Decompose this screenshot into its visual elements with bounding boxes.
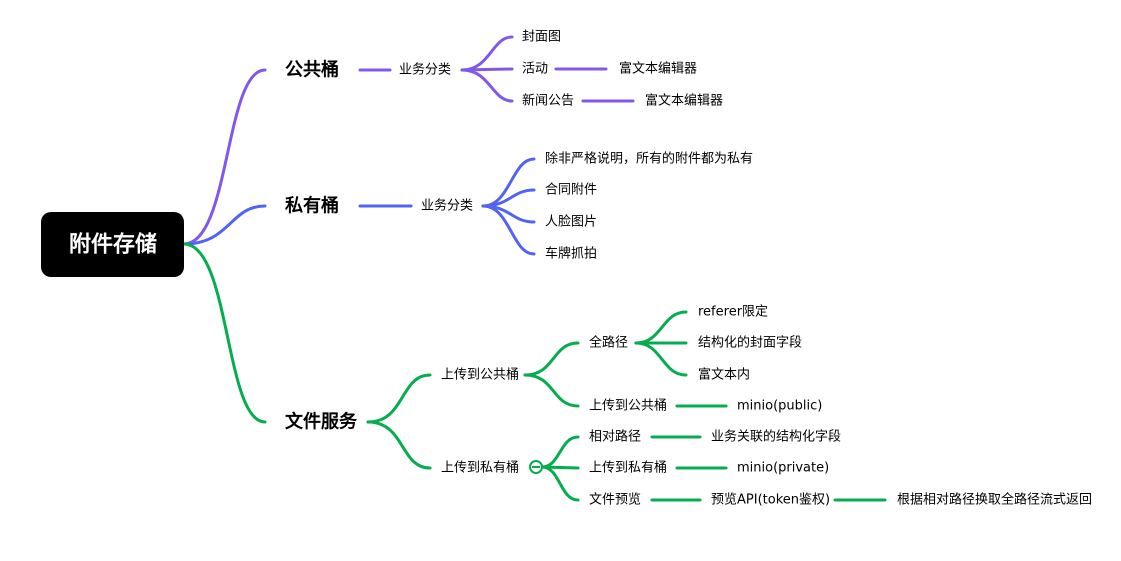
node-cover-image[interactable]: 封面图 [522,30,561,45]
connector [540,465,580,502]
node-stream-return[interactable]: 根据相对路径换取全路径流式返回 [897,492,1092,508]
node-referer[interactable]: referer限定 [698,305,768,320]
connector [182,204,267,246]
minus-circle-icon[interactable] [529,460,543,474]
node-face-image[interactable]: 人脸图片 [545,215,597,230]
connector [366,420,432,470]
node-relative-path[interactable]: 相对路径 [589,429,641,445]
node-upload-public-2[interactable]: 上传到公共桶 [589,399,667,414]
root-node[interactable]: 附件存储 [41,212,184,277]
node-activity-rich-text[interactable]: 富文本编辑器 [619,61,697,77]
connector [182,242,267,424]
node-public-category[interactable]: 业务分类 [399,62,451,78]
connector [523,341,580,377]
connector [523,373,580,408]
branch-file-service [182,242,887,502]
connector [460,35,514,72]
node-full-path[interactable]: 全路径 [589,335,628,351]
node-business-field[interactable]: 业务关联的结构化字段 [711,429,841,445]
connector [366,373,432,424]
node-private-default[interactable]: 除非严格说明，所有的附件都为私有 [545,151,753,167]
node-upload-public[interactable]: 上传到公共桶 [441,368,519,383]
branch-private-bucket [182,157,536,256]
connector [460,68,514,103]
node-file-preview[interactable]: 文件预览 [589,492,641,508]
connector [182,68,267,246]
node-upload-private[interactable]: 上传到私有桶 [441,461,519,476]
connector [634,310,688,345]
node-private-category[interactable]: 业务分类 [421,198,473,214]
node-cover-field[interactable]: 结构化的封面字段 [698,335,802,351]
node-rich-text-inner[interactable]: 富文本内 [698,367,750,383]
node-preview-api[interactable]: 预览API(token鉴权) [711,492,830,508]
node-file-service[interactable]: 文件服务 [285,411,358,433]
node-news[interactable]: 新闻公告 [522,93,574,109]
connector [481,204,536,256]
node-minio-public[interactable]: minio(public) [737,399,822,414]
node-private-bucket[interactable]: 私有桶 [285,195,339,217]
node-upload-private-2[interactable]: 上传到私有桶 [589,461,667,476]
node-contract[interactable]: 合同附件 [545,183,597,198]
branch-public-bucket [182,35,635,246]
node-news-rich-text[interactable]: 富文本编辑器 [645,93,723,109]
node-activity[interactable]: 活动 [522,62,548,77]
node-minio-private[interactable]: minio(private) [737,461,829,476]
connector [540,435,580,469]
node-plate-capture[interactable]: 车牌抓拍 [545,246,597,262]
node-public-bucket[interactable]: 公共桶 [285,59,339,81]
root-label: 附件存储 [69,232,157,258]
connector [634,341,688,377]
